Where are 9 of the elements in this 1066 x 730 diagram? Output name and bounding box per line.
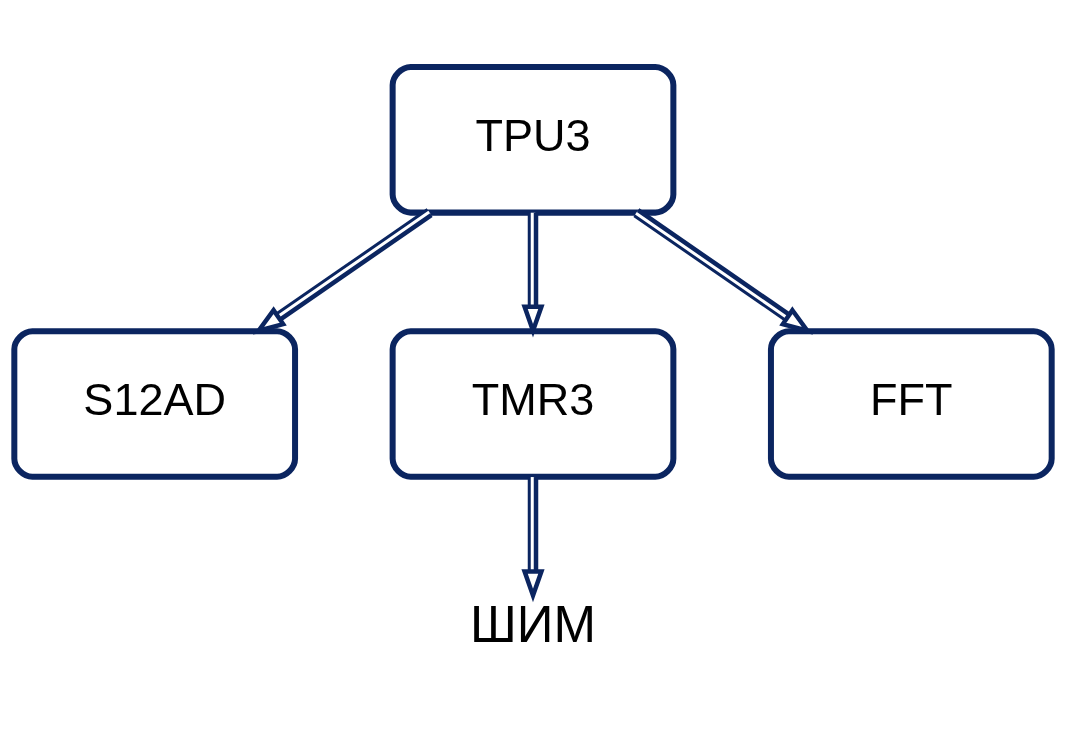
node-box: S12AD	[11, 328, 299, 480]
node-box: TPU3	[389, 64, 677, 216]
arrow	[521, 212, 545, 338]
arrow	[633, 208, 813, 335]
arrow	[253, 208, 433, 335]
node-box: FFT	[767, 328, 1055, 480]
node-box: TMR3	[389, 328, 677, 480]
arrow	[521, 477, 545, 603]
node-text: ШИМ	[470, 596, 596, 654]
